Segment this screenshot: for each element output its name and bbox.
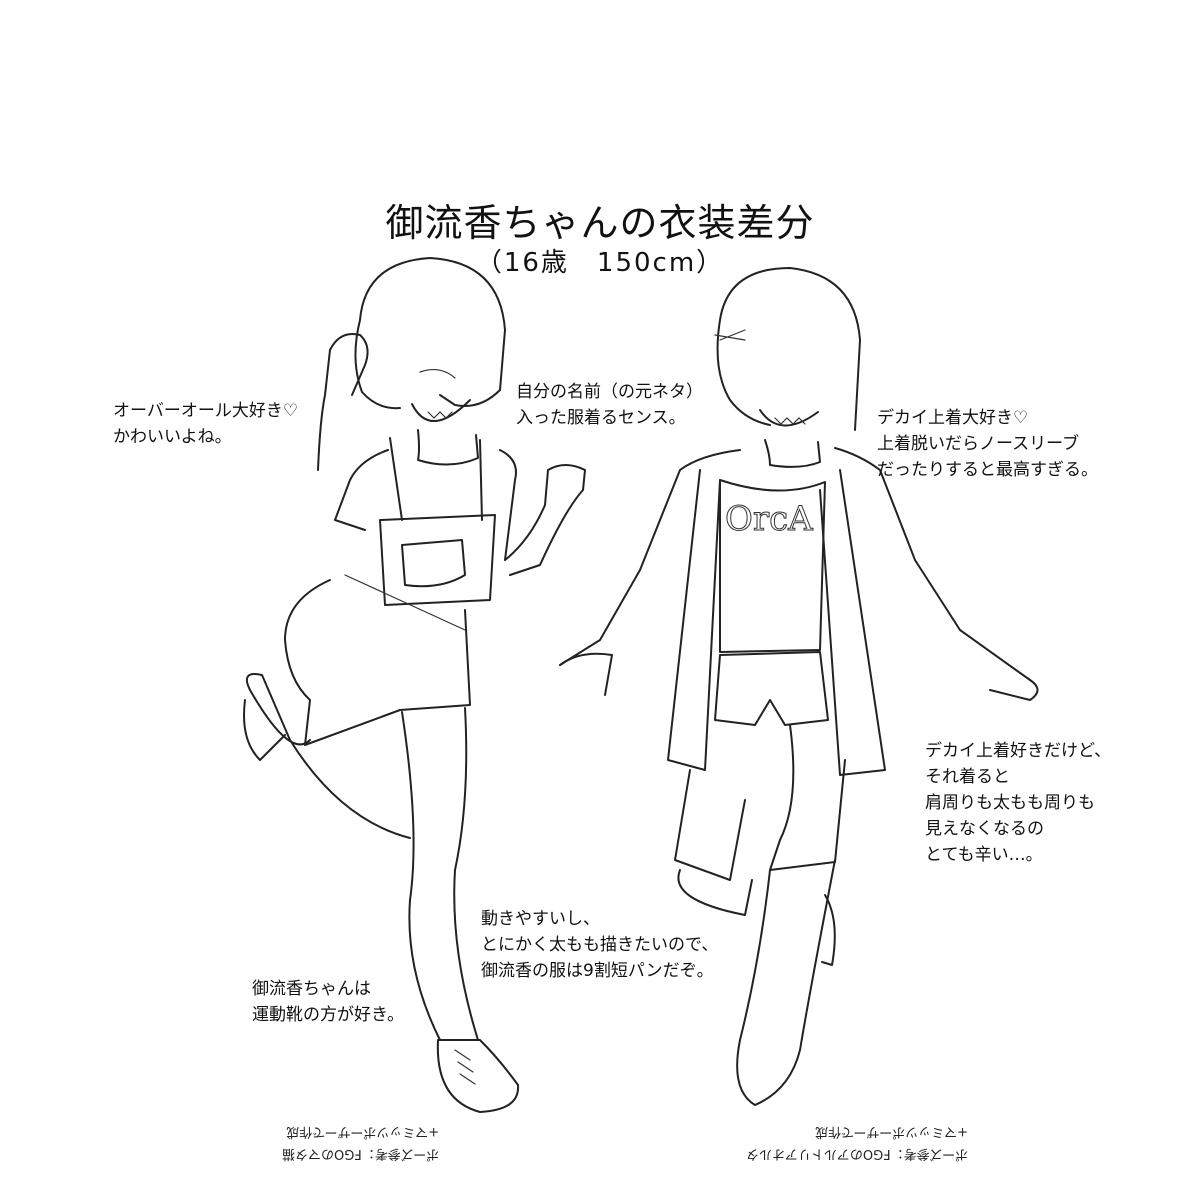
note-jacket: デカイ上着大好き♡ 上着脱いだらノースリーブ だったりすると最高すぎる。	[877, 408, 1098, 480]
note-sneakers: 御流香ちゃんは 運動靴の方が好き。	[252, 979, 405, 1025]
page-title: 御流香ちゃんの衣装差分	[385, 201, 815, 245]
left-figure-overalls	[243, 257, 586, 1113]
credit-left: ポーズ参考：FGOのマタ猫 +マミッツポーザーで作成	[282, 1124, 440, 1161]
credit-right: ポーズ参考：FGOのアルトリアオルタ +マミッツポーザーで作成	[746, 1124, 969, 1161]
right-figure-jacket: OrcA	[559, 267, 1039, 1106]
note-name-shirt: 自分の名前（の元ネタ） 入った服着るセンス。	[516, 382, 703, 428]
shirt-logo: OrcA	[725, 499, 813, 539]
note-shorts: 動きやすいし、 とにかく太もも描きたいので、 御流香の服は9割短パンだぞ。	[481, 909, 719, 981]
page-subtitle: （16歳 150cm）	[475, 248, 725, 278]
note-overalls: オーバーオール大好き♡ かわいいよね。	[113, 401, 299, 447]
note-jacket-issue: デカイ上着好きだけど、 それ着ると 肩周りも太もも周りも 見えなくなるの とても…	[925, 741, 1112, 865]
